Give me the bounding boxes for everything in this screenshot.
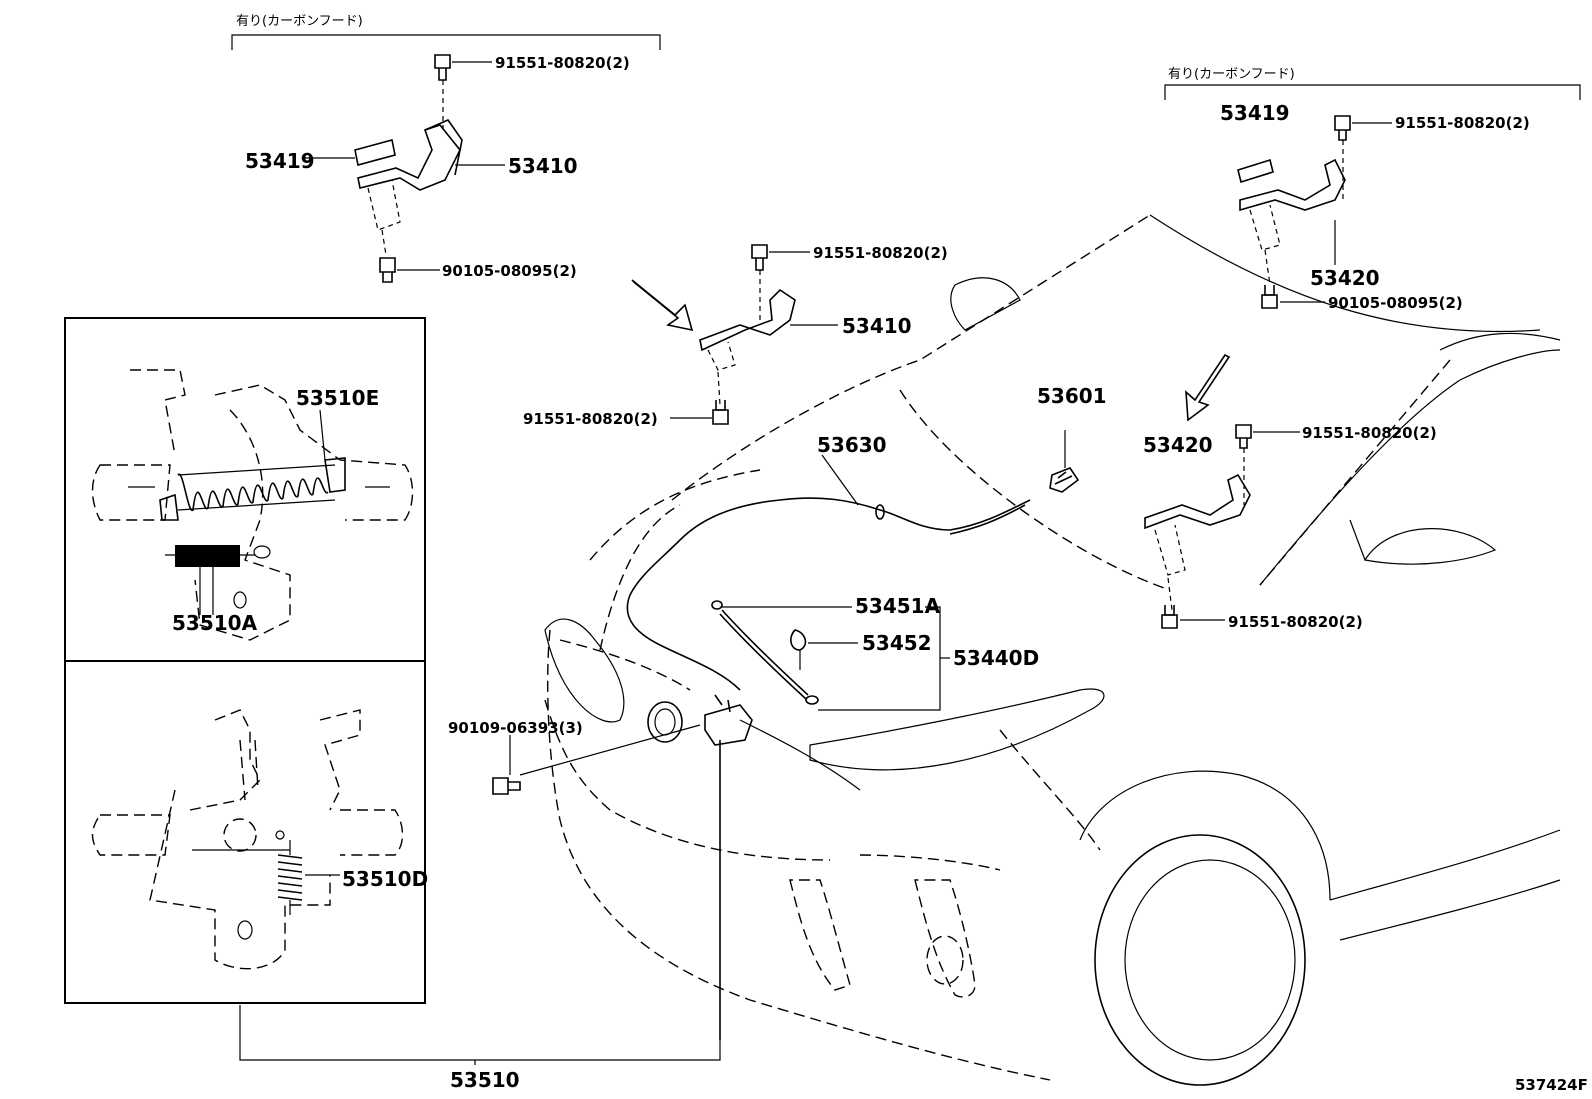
label-53452: 53452 (862, 631, 932, 655)
label-53510D: 53510D (342, 867, 428, 891)
label-53630: 53630 (817, 433, 887, 457)
label-bolt-91551-top-right: 91551-80820(2) (1395, 114, 1530, 132)
hinge-group-middle-right (1144, 424, 1300, 629)
hinge-group-top-left (231, 34, 661, 283)
labels: 有り(カーボンフード) 有り(カーボンフード) 91551-80820(2) 5… (172, 14, 1588, 1094)
label-bolt-91551-mid-top: 91551-80820(2) (813, 244, 948, 262)
diagram-id: 537424F (1515, 1076, 1588, 1094)
arrow-right-hinge (1185, 353, 1231, 422)
label-bolt-91551-top-left: 91551-80820(2) (495, 54, 630, 72)
label-bolt-90109: 90109-06393(3) (448, 719, 583, 737)
hood-lock-assembly (519, 694, 753, 1040)
label-53510E: 53510E (296, 386, 379, 410)
hood-release-cable (626, 497, 1031, 691)
coil-spring-lower (277, 840, 303, 915)
label-53510A: 53510A (172, 611, 258, 635)
coil-spring-upper (177, 473, 329, 511)
detail-box-lock-spring (64, 317, 426, 662)
cushion-53601 (1049, 430, 1080, 493)
hinge-group-top-right (1164, 84, 1581, 309)
hinge-group-middle (670, 244, 838, 425)
label-bolt-90105-right: 90105-08095(2) (1328, 294, 1463, 312)
label-53510: 53510 (450, 1068, 520, 1092)
leader-lines (239, 454, 950, 1065)
detail-box-lock-body (64, 660, 426, 1004)
label-53601: 53601 (1037, 384, 1107, 408)
label-bolt-90105-left: 90105-08095(2) (442, 262, 577, 280)
label-53451A: 53451A (855, 594, 941, 618)
hood-support-rod (711, 600, 819, 705)
label-53419-right: 53419 (1220, 101, 1290, 125)
car-body-outline (544, 214, 1561, 1086)
label-53410-top: 53410 (508, 154, 578, 178)
label-bolt-91551-mid-right-top: 91551-80820(2) (1302, 424, 1437, 442)
label-53420-top: 53420 (1310, 266, 1380, 290)
label-53440D: 53440D (953, 646, 1039, 670)
bolt-icon-lock (492, 777, 521, 795)
label-53410-mid: 53410 (842, 314, 912, 338)
arrow-left-hinge (631, 279, 694, 332)
label-bolt-91551-mid-right-bottom: 91551-80820(2) (1228, 613, 1363, 631)
label-53419-left: 53419 (245, 149, 315, 173)
label-bolt-91551-mid-bottom: 91551-80820(2) (523, 410, 658, 428)
carbon-hood-note-right: 有り(カーボンフード) (1168, 67, 1295, 82)
label-53420-mid: 53420 (1143, 433, 1213, 457)
carbon-hood-note-left: 有り(カーボンフード) (236, 14, 363, 29)
